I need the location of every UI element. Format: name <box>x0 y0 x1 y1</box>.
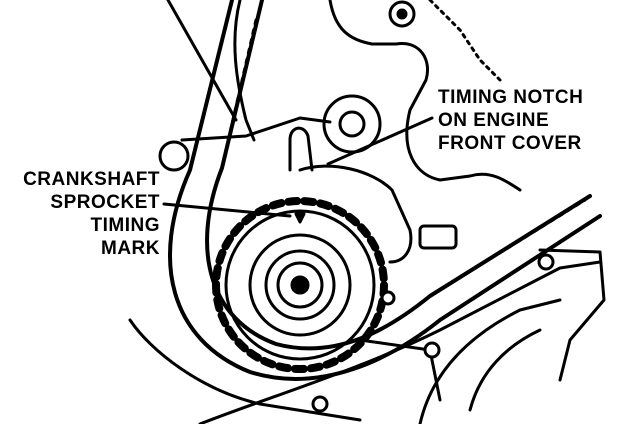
block-upper-ridge <box>166 0 238 122</box>
right-flange <box>538 248 606 382</box>
timing-notch-label-line-3: FRONT COVER <box>438 133 582 154</box>
crankshaft-mark-label: CRANKSHAFT SPROCKET TIMING MARK <box>2 168 160 260</box>
crankshaft-mark-label-line-4: MARK <box>101 238 160 259</box>
crank-sprocket-hub <box>248 233 352 337</box>
lug-4 <box>380 290 396 306</box>
belt-teeth-left <box>224 18 258 152</box>
lower-housing-inner <box>468 328 542 412</box>
crank-sprocket-center <box>290 275 310 295</box>
timing-notch-label: TIMING NOTCH ON ENGINE FRONT COVER <box>438 86 583 155</box>
timing-notch-label-line-1: TIMING NOTCH <box>438 87 584 108</box>
timing-belt-outer <box>168 0 602 381</box>
engine-cover-outline <box>328 0 522 192</box>
crank-sprocket-mark <box>294 212 306 224</box>
crankshaft-mark-label-line-3: TIMING <box>90 215 160 236</box>
block-bottom-rail <box>198 260 602 424</box>
crankshaft-mark-label-line-1: CRANKSHAFT <box>23 169 160 190</box>
engine-cover-left-edge <box>233 0 256 142</box>
leader-crankshaft-mark <box>162 202 292 218</box>
mounting-hole-left <box>158 140 190 172</box>
crank-sprocket-bore <box>276 261 324 309</box>
adjust-slot <box>418 224 458 250</box>
lower-housing <box>418 298 562 424</box>
crank-sprocket-teeth <box>212 197 388 373</box>
leader-timing-notch <box>326 116 434 166</box>
idler-pulley-inner <box>338 110 366 138</box>
block-lower-edge <box>128 318 362 422</box>
belt-teeth-right <box>438 198 587 292</box>
crankshaft-mark-label-line-2: SPROCKET <box>50 192 160 213</box>
lug-2 <box>423 341 441 359</box>
mounting-hole-top <box>388 0 416 28</box>
tensioner-bracket <box>288 126 314 172</box>
crank-sprocket-boss <box>264 249 336 321</box>
mounting-hole-top-inner <box>396 8 408 20</box>
timing-belt-inner <box>205 0 592 351</box>
tensioner-arm <box>298 164 413 264</box>
timing-notch-label-line-2: ON ENGINE <box>438 110 550 131</box>
crank-sprocket-rim <box>224 209 376 361</box>
cover-flange <box>180 116 332 142</box>
lug-1 <box>311 395 329 413</box>
lug-3 <box>537 253 555 271</box>
drive-chain <box>428 0 502 82</box>
